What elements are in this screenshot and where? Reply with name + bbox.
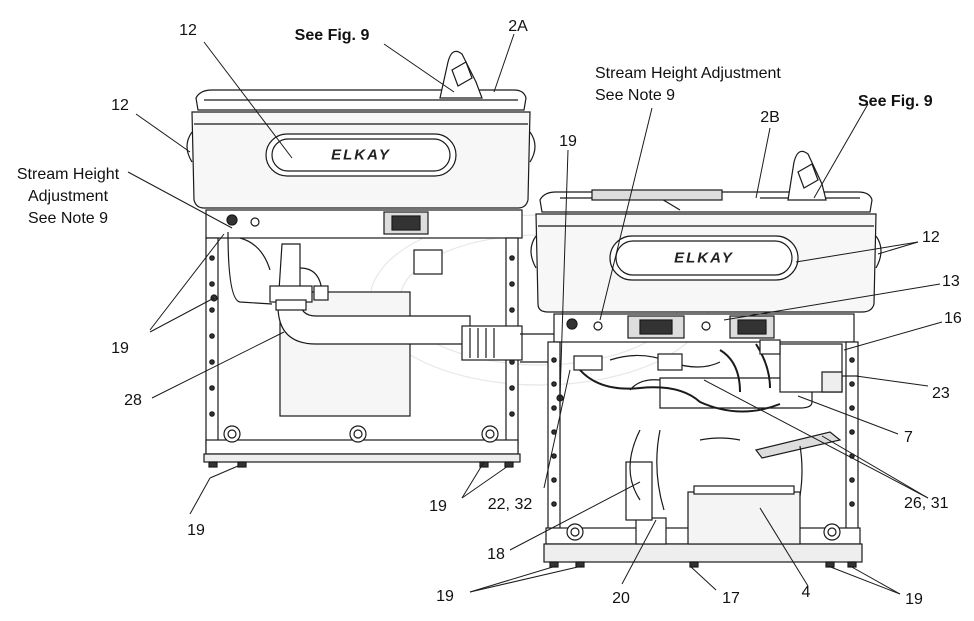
leader-lines — [127, 33, 943, 595]
label-2b: 2B — [760, 109, 780, 126]
label-17: 17 — [722, 590, 740, 607]
label-18: 18 — [487, 546, 505, 563]
label-13: 13 — [942, 273, 960, 290]
callout-stream-height-left: Stream Height Adjustment See Note 9 — [17, 164, 119, 230]
stream-right-line-1: Stream Height Adjustment — [595, 65, 781, 82]
brand-logo-right: ELKAY — [674, 249, 734, 267]
label-22-32: 22, 32 — [487, 496, 533, 513]
label-12-right: 12 — [922, 229, 940, 246]
label-4: 4 — [801, 584, 811, 601]
label-12-top: 12 — [179, 22, 197, 39]
label-12-left: 12 — [111, 97, 129, 114]
stream-left-line-1: Stream Height — [16, 166, 120, 183]
label-19-mid: 19 — [559, 133, 577, 150]
left-fountain-unit — [186, 50, 536, 468]
label-19-left: 19 — [111, 340, 129, 357]
label-7: 7 — [904, 429, 913, 446]
label-2a: 2A — [508, 18, 528, 35]
label-20: 20 — [612, 590, 630, 607]
stream-left-line-3: See Note 9 — [27, 210, 109, 227]
label-28: 28 — [124, 392, 142, 409]
label-16: 16 — [944, 310, 962, 327]
label-23: 23 — [932, 385, 950, 402]
brand-logo-left: ELKAY — [331, 146, 391, 164]
label-19-bottom-center: 19 — [436, 588, 454, 605]
label-19-bottom-right: 19 — [905, 591, 923, 608]
label-26-31: 26, 31 — [904, 495, 949, 512]
right-fountain-unit — [520, 150, 882, 568]
callout-stream-height-right: Stream Height Adjustment See Note 9 — [595, 63, 781, 107]
label-19-bottom-left: 19 — [187, 522, 205, 539]
label-19-center: 19 — [429, 498, 447, 515]
stream-right-line-2: See Note 9 — [595, 87, 676, 104]
stream-left-line-2: Adjustment — [27, 188, 109, 205]
callout-see-fig-left: See Fig. 9 — [294, 27, 370, 44]
callout-see-fig-right: See Fig. 9 — [858, 93, 933, 110]
